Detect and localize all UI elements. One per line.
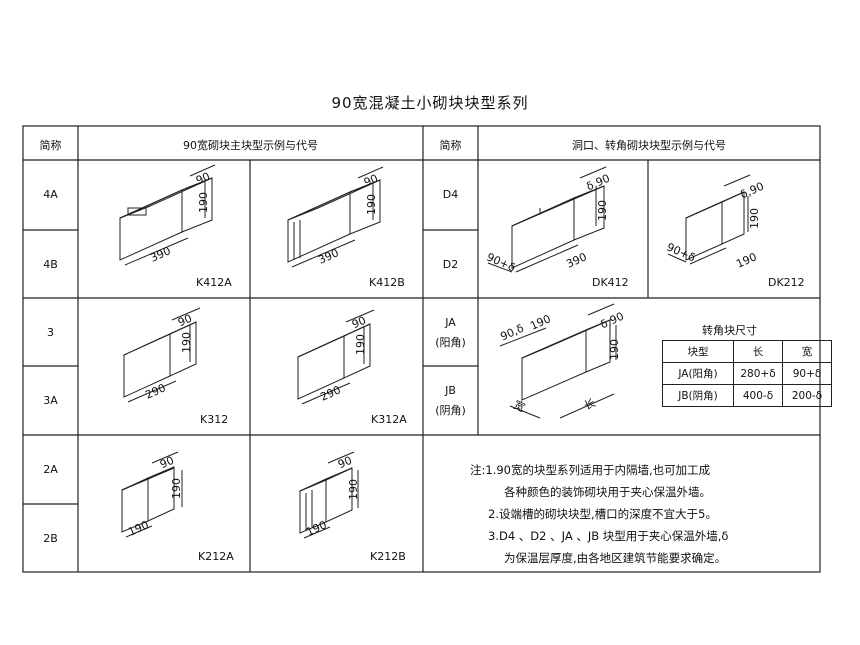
dk212-h: 190 <box>748 208 761 229</box>
block-k212a-drawing <box>121 451 183 538</box>
corner-table-caption: 转角块尺寸 <box>702 324 757 337</box>
table-row: JB(阴角) 400-δ 200-δ <box>662 384 832 407</box>
k412b-h: 190 <box>365 194 378 215</box>
code-d2: D2 <box>442 258 459 271</box>
k212a-code: K212A <box>198 550 234 563</box>
k212b-code: K212B <box>370 550 406 563</box>
block-dk412-drawing <box>487 166 607 273</box>
block-k312a-drawing <box>297 309 375 405</box>
table-row: JA(阳角) 280+δ 90+δ <box>662 362 832 385</box>
notes: 注:1.90宽的块型系列适用于内隔墙,也可加工成 各种颜色的装饰砌块用于夹心保温… <box>470 459 728 569</box>
code-4b: 4B <box>43 258 58 271</box>
code-ja-sub: (阳角) <box>435 336 466 349</box>
k212a-h: 190 <box>170 478 183 499</box>
k412b-code: K412B <box>369 276 405 289</box>
code-jb: JB <box>445 384 456 397</box>
code-ja: JA <box>445 316 456 329</box>
table-cell: 400-δ <box>733 384 783 407</box>
dk212-code: DK212 <box>768 276 805 289</box>
code-3: 3 <box>47 326 54 339</box>
corner-table: 块型 长 宽 JA(阳角) 280+δ 90+δ JB(阴角) 400-δ 20… <box>662 340 832 407</box>
note-line: 各种颜色的装饰砌块用于夹心保温外墙。 <box>504 485 711 499</box>
block-k212b-drawing <box>299 451 359 539</box>
code-d4: D4 <box>442 188 459 201</box>
code-2b: 2B <box>43 532 58 545</box>
block-k412b-drawing <box>287 166 384 268</box>
k312-code: K312 <box>200 413 229 426</box>
block-k412a-drawing <box>119 164 216 266</box>
table-cell: JB(阴角) <box>662 384 734 407</box>
dk412-code: DK412 <box>592 276 629 289</box>
note-line: 3.D4 、D2 、JA 、JB 块型用于夹心保温外墙,δ <box>488 529 729 543</box>
code-2a: 2A <box>43 463 58 476</box>
table-header-cell: 块型 <box>662 340 734 363</box>
block-k312-drawing <box>123 307 201 403</box>
block-dk212-drawing <box>667 174 751 265</box>
note-line: 注:1.90宽的块型系列适用于内隔墙,也可加工成 <box>470 463 711 477</box>
header-col2: 90宽砌块主块型示例与代号 <box>183 139 318 152</box>
note-line: 为保温层厚度,由各地区建筑节能要求确定。 <box>504 551 727 565</box>
code-4a: 4A <box>43 188 58 201</box>
table-cell: 200-δ <box>782 384 832 407</box>
header-col1: 简称 <box>39 139 62 152</box>
table-row: 块型 长 宽 <box>662 340 832 363</box>
code-jb-sub: (阴角) <box>435 404 466 417</box>
page-title: 90宽混凝土小砌块块型系列 <box>331 94 529 112</box>
header-col4: 洞口、转角砌块块型示例与代号 <box>572 139 726 152</box>
note-line: 2.设端槽的砌块块型,槽口的深度不宜大于5。 <box>488 507 717 521</box>
k412a-h: 190 <box>197 192 210 213</box>
table-cell: JA(阳角) <box>662 362 734 385</box>
table-cell: 90+δ <box>782 362 832 385</box>
k312a-h: 190 <box>354 334 367 355</box>
jablk-h: 190 <box>608 339 621 360</box>
k312a-code: K312A <box>371 413 407 426</box>
k312-h: 190 <box>180 332 193 353</box>
code-3a: 3A <box>43 394 58 407</box>
k212b-h: 190 <box>347 479 360 500</box>
dk412-h: 190 <box>596 200 609 221</box>
k412a-code: K412A <box>196 276 232 289</box>
table-cell: 280+δ <box>733 362 783 385</box>
header-col3: 简称 <box>439 139 462 152</box>
block-jajb-drawing <box>499 303 617 419</box>
table-header-cell: 宽 <box>782 340 832 363</box>
table-header-cell: 长 <box>733 340 783 363</box>
